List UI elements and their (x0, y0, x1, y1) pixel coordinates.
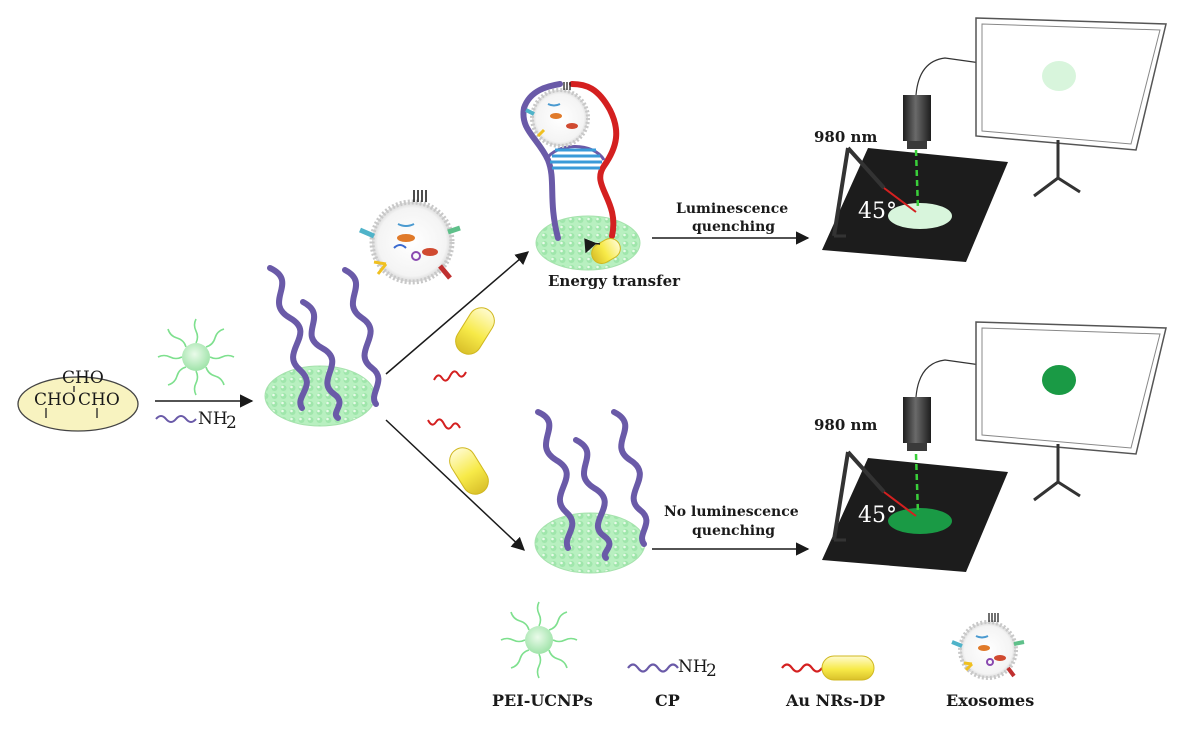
pei-ucnp-icon (157, 318, 235, 396)
detection-setup-top: 980 nm 45° (814, 17, 1167, 262)
legend: PEI-UCNPs NH 2 CP Au NRs-DP Exosomes (492, 601, 1034, 710)
legend-exo-label: Exosomes (946, 691, 1034, 710)
cho-top-label: CHO (62, 368, 104, 388)
svg-text:2: 2 (706, 661, 717, 681)
legend-cp-label: CP (655, 691, 680, 710)
energy-transfer-label: Energy transfer (548, 272, 681, 290)
legend-pei-ucnp-icon (500, 601, 578, 679)
no-luminescence-label: No luminescence (664, 504, 799, 520)
energy-transfer-complex: Energy transfer (520, 81, 681, 290)
nh2-label: NH (198, 409, 228, 429)
au-nr-dp-lower (427, 418, 489, 495)
no-quenching-label: quenching (692, 523, 775, 539)
nh2-linker: NH 2 (155, 409, 237, 433)
trialdehyde-reagent: CHO CHO CHO (17, 368, 139, 432)
laser-label-bottom: 980 nm (814, 416, 877, 434)
cho-left-label: CHO (34, 390, 76, 410)
svg-text:NH: NH (678, 657, 708, 677)
branch-arrow-bottom (385, 419, 525, 551)
cp-ucnp-complex (264, 265, 382, 427)
angle-label-top: 45° (858, 199, 897, 224)
quenching-label: quenching (692, 219, 775, 235)
exosome-icon (359, 190, 461, 285)
legend-au-nrs-dp-icon (781, 655, 875, 681)
spot-bright (888, 508, 952, 534)
legend-pei-label: PEI-UCNPs (492, 691, 593, 710)
monitor-spot-quenched (1042, 61, 1076, 91)
no-quenching-complex (534, 409, 650, 574)
branch-arrow-top (385, 251, 530, 375)
legend-cp-icon: NH 2 (627, 657, 717, 681)
laser-label-top: 980 nm (814, 128, 877, 146)
au-nr-dp-upper (433, 307, 495, 382)
angle-label-bottom: 45° (858, 503, 897, 528)
cho-right-label: CHO (78, 390, 120, 410)
legend-exosome-icon (951, 613, 1025, 680)
monitor-spot-bright (1042, 365, 1076, 395)
spot-quenched (888, 203, 952, 229)
luminescence-label: Luminescence (676, 201, 788, 217)
legend-au-label: Au NRs-DP (785, 691, 885, 710)
svg-text:2: 2 (226, 413, 237, 433)
detection-setup-bottom: 980 nm 45° (814, 321, 1167, 572)
